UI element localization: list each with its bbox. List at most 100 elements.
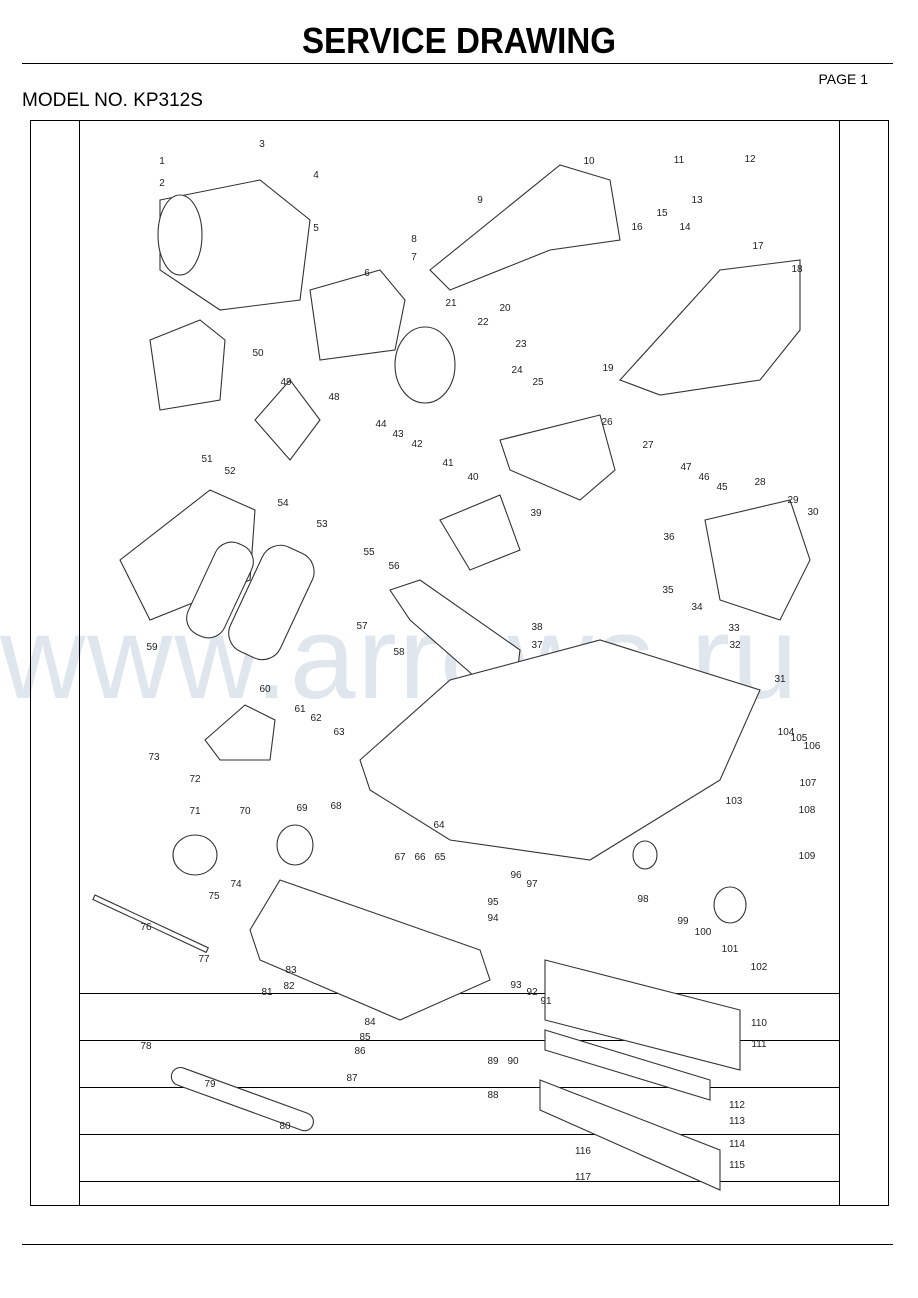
drive-belt — [186, 541, 254, 639]
part-number-16: 16 — [631, 222, 643, 233]
part-number-55: 55 — [363, 547, 375, 558]
part-number-108: 108 — [799, 805, 816, 816]
rod — [92, 894, 210, 954]
part-number-112: 112 — [729, 1100, 745, 1111]
brush-holder — [394, 326, 456, 404]
part-number-4: 4 — [313, 170, 319, 181]
part-number-83: 83 — [285, 965, 297, 976]
part-number-48: 48 — [328, 392, 340, 403]
pulley — [713, 886, 747, 924]
part-number-61: 61 — [294, 704, 306, 715]
part-number-6: 6 — [364, 268, 370, 279]
part-number-73: 73 — [148, 752, 160, 763]
part-number-98: 98 — [637, 894, 649, 905]
part-number-20: 20 — [499, 303, 511, 314]
part-number-46: 46 — [698, 472, 710, 483]
part-number-69: 69 — [296, 803, 308, 814]
handle-cover — [619, 259, 801, 396]
blade-cover — [539, 1079, 721, 1191]
part-outlines — [92, 164, 811, 1191]
part-number-110: 110 — [751, 1018, 767, 1029]
part-number-89: 89 — [487, 1056, 499, 1067]
part-number-66: 66 — [414, 852, 426, 863]
drum — [544, 959, 741, 1071]
part-number-12: 12 — [744, 154, 756, 165]
part-number-44: 44 — [375, 419, 387, 430]
footer-rule — [22, 1244, 893, 1245]
part-number-71: 71 — [189, 806, 201, 817]
part-number-84: 84 — [364, 1017, 376, 1028]
part-number-19: 19 — [602, 363, 614, 374]
part-number-99: 99 — [677, 916, 689, 927]
part-number-68: 68 — [330, 801, 342, 812]
part-number-15: 15 — [656, 208, 668, 219]
part-number-74: 74 — [230, 879, 242, 890]
part-number-88: 88 — [487, 1090, 499, 1101]
part-number-111: 111 — [751, 1039, 767, 1050]
field-coil — [309, 269, 406, 361]
part-number-70: 70 — [239, 806, 251, 817]
part-number-45: 45 — [716, 482, 728, 493]
part-number-38: 38 — [531, 622, 543, 633]
baffle — [149, 319, 226, 411]
part-number-57: 57 — [356, 621, 368, 632]
armature — [499, 414, 616, 501]
part-number-62: 62 — [310, 713, 322, 724]
front-base — [249, 879, 491, 1021]
part-number-32: 32 — [729, 640, 741, 651]
part-number-13: 13 — [691, 195, 703, 206]
part-number-75: 75 — [208, 891, 220, 902]
part-number-82: 82 — [283, 981, 295, 992]
bearing-98 — [632, 840, 658, 870]
part-number-31: 31 — [774, 674, 786, 685]
part-number-36: 36 — [663, 532, 675, 543]
part-number-51: 51 — [201, 454, 213, 465]
part-number-115: 115 — [729, 1160, 745, 1171]
motor-housing-end — [157, 194, 203, 276]
part-number-3: 3 — [259, 139, 265, 150]
part-number-94: 94 — [487, 913, 499, 924]
part-number-22: 22 — [477, 317, 489, 328]
part-number-117: 117 — [575, 1172, 591, 1183]
part-number-60: 60 — [259, 684, 271, 695]
title-rule — [22, 63, 893, 64]
part-number-97: 97 — [526, 879, 538, 890]
part-number-41: 41 — [442, 458, 454, 469]
part-number-54: 54 — [277, 498, 289, 509]
part-number-67: 67 — [394, 852, 406, 863]
part-number-8: 8 — [411, 234, 417, 245]
part-number-104: 104 — [778, 727, 795, 738]
part-number-81: 81 — [261, 987, 273, 998]
page-title: SERVICE DRAWING — [301, 20, 617, 61]
part-number-30: 30 — [807, 507, 819, 518]
part-number-29: 29 — [787, 495, 799, 506]
part-number-102: 102 — [751, 962, 768, 973]
part-number-103: 103 — [726, 796, 743, 807]
part-number-85: 85 — [359, 1032, 371, 1043]
part-number-17: 17 — [752, 241, 764, 252]
part-number-91: 91 — [540, 996, 552, 1007]
part-number-65: 65 — [434, 852, 446, 863]
part-number-78: 78 — [140, 1041, 152, 1052]
bearing-plate — [254, 379, 321, 461]
part-number-113: 113 — [729, 1116, 745, 1127]
blade — [544, 1029, 711, 1101]
part-number-63: 63 — [333, 727, 345, 738]
part-number-1: 1 — [159, 156, 165, 167]
part-number-34: 34 — [691, 602, 703, 613]
depth-wheel — [276, 824, 314, 866]
part-number-72: 72 — [189, 774, 201, 785]
part-number-11: 11 — [674, 155, 685, 166]
part-number-105: 105 — [791, 733, 808, 744]
knob — [172, 834, 218, 876]
part-number-47: 47 — [680, 462, 692, 473]
part-number-5: 5 — [313, 223, 319, 234]
part-number-39: 39 — [530, 508, 542, 519]
part-number-87: 87 — [346, 1073, 358, 1084]
part-number-7: 7 — [411, 252, 417, 263]
part-number-42: 42 — [411, 439, 423, 450]
part-number-80: 80 — [279, 1121, 291, 1132]
part-number-86: 86 — [354, 1046, 366, 1057]
